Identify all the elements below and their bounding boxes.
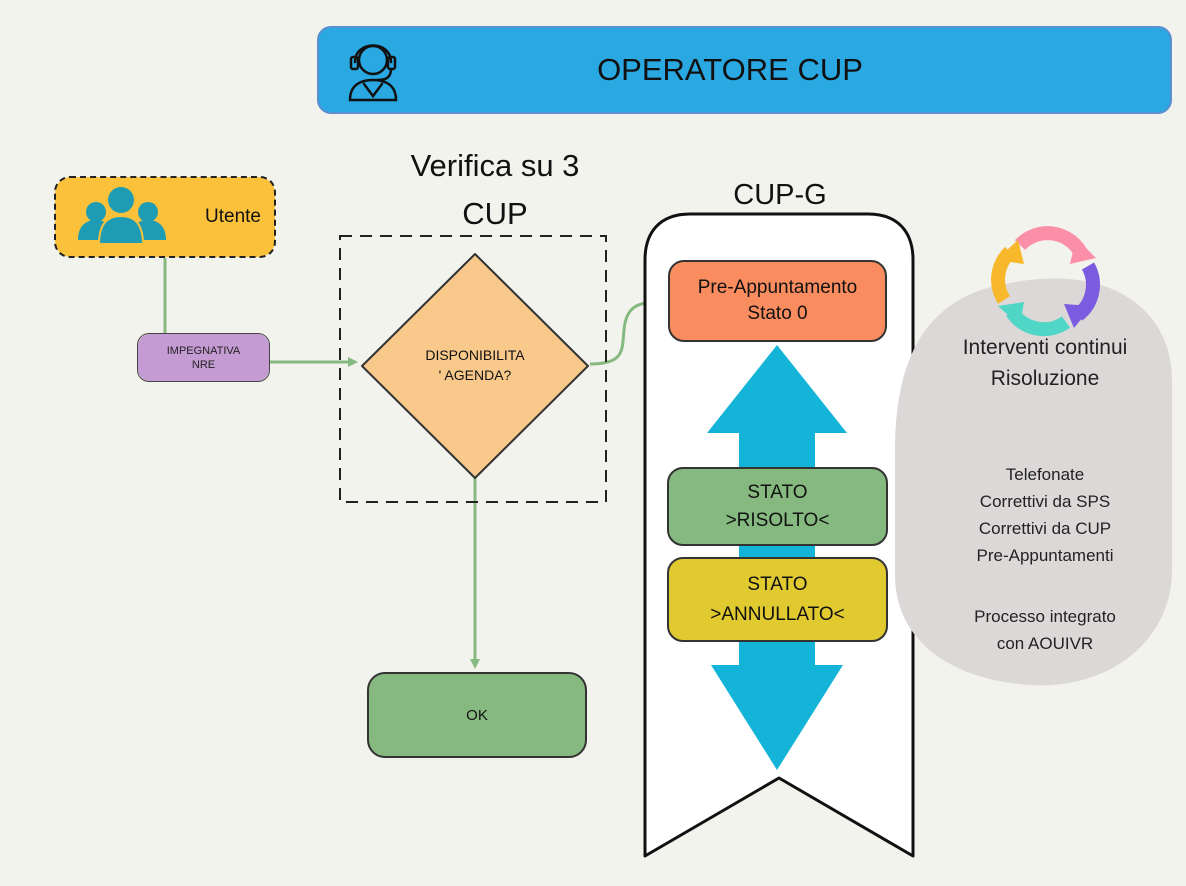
side-title: Interventi continui Risoluzione: [962, 336, 1128, 390]
stato-risolto-box: STATO >RISOLTO<: [667, 467, 888, 546]
ok-box: OK: [367, 672, 587, 758]
pre-box-background: [669, 261, 886, 341]
ok-box-background: [368, 673, 586, 757]
stato-annullato-box: STATO >ANNULLATO<: [667, 557, 888, 642]
decision-diamond: [361, 253, 589, 479]
user-group-icon: [78, 187, 166, 245]
header-banner-background: [318, 27, 1171, 113]
header-banner: [317, 26, 1172, 114]
header-title: OPERATORE CUP: [597, 52, 863, 87]
decision-label: DISPONIBILITA ' AGENDA?: [425, 347, 525, 383]
verify-dashed-frame: [339, 235, 607, 503]
side-list: Telefonate Correttivi da SPS Correttivi …: [976, 465, 1114, 565]
annullato-box-background: [668, 558, 887, 641]
side-info-blob: [895, 278, 1172, 686]
nre-box-background: [138, 334, 269, 381]
side-footer: Processo integrato con AOUIVR: [974, 607, 1116, 653]
cupg-title: CUP-G: [733, 178, 827, 211]
user-box: [54, 176, 276, 258]
connector-decision-to-preappuntamento: [589, 297, 663, 366]
verify-title: Verifica su 3 CUP: [410, 148, 580, 231]
user-label: Utente: [205, 206, 261, 227]
refresh-cycle-icon: [991, 226, 1100, 337]
preappuntamento-box: Pre-Appuntamento Stato 0: [668, 260, 887, 342]
nre-box: IMPEGNATIVA NRE: [137, 333, 270, 382]
risolto-box-background: [668, 468, 887, 545]
headset-operator-icon: [348, 44, 398, 102]
